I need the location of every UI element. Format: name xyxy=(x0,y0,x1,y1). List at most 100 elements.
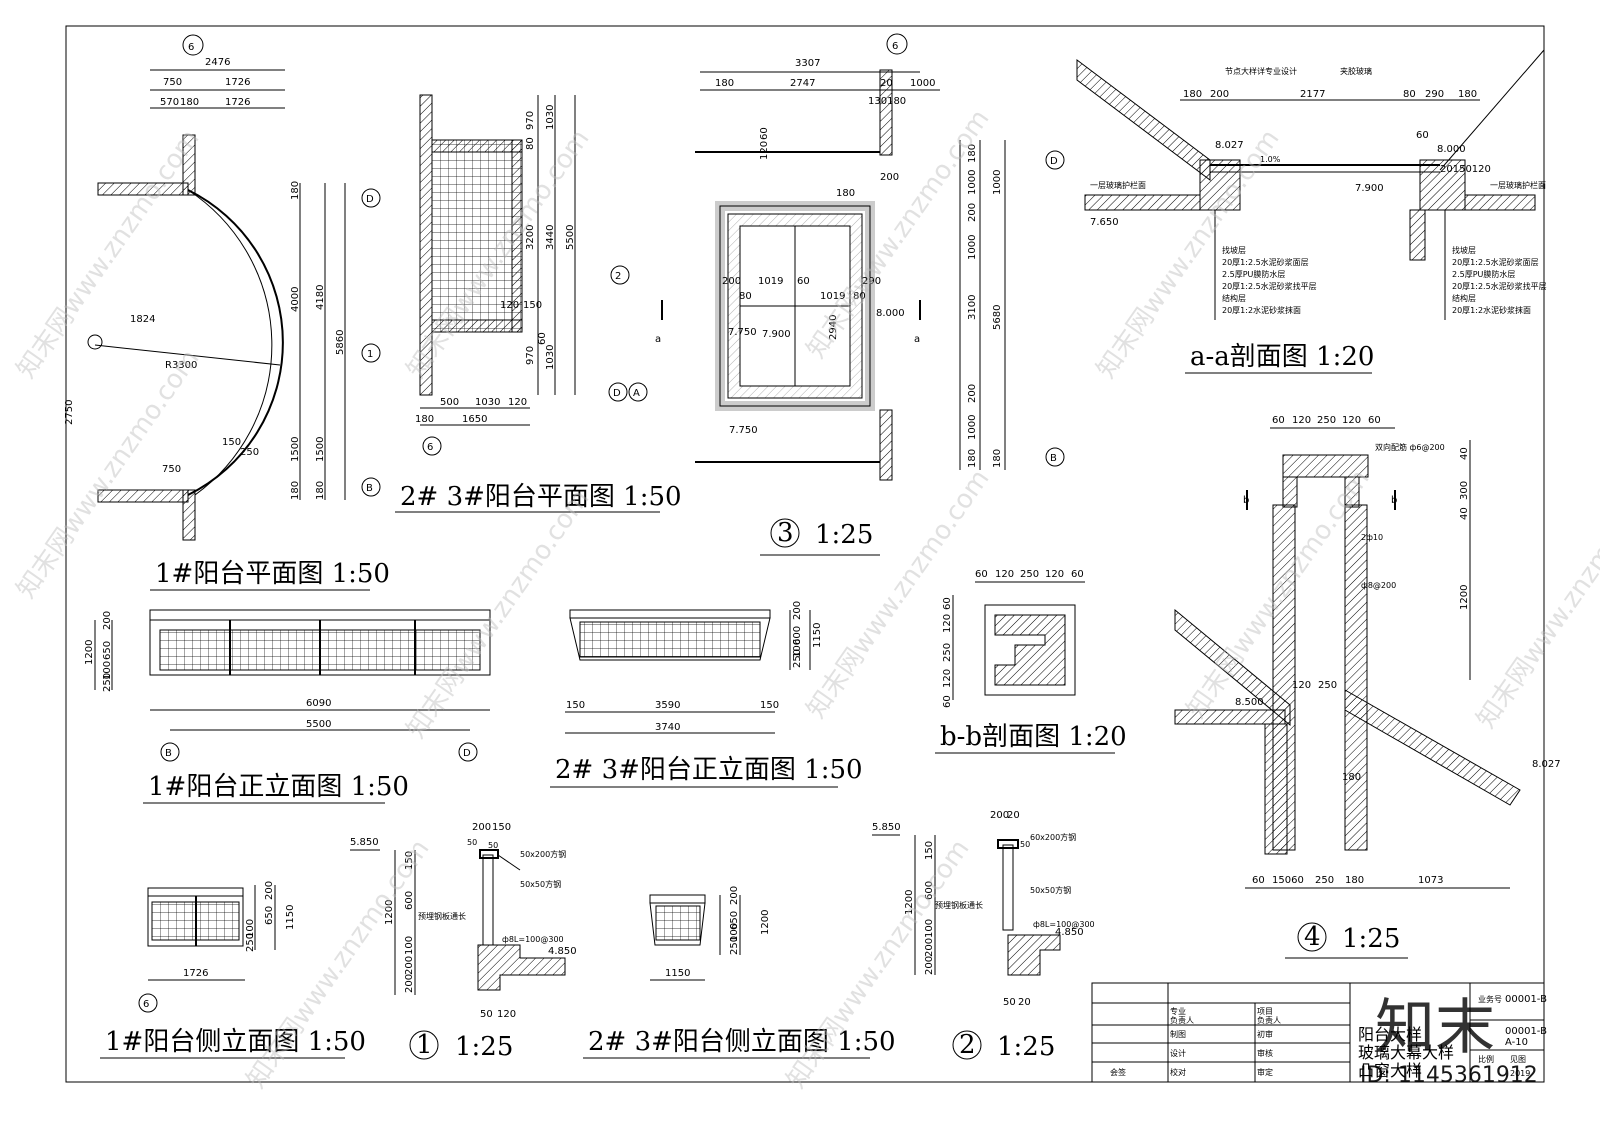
tb-label: 校对 xyxy=(1170,1067,1186,1077)
axis-label: D xyxy=(1050,156,1058,167)
note-text: 一层玻璃护栏面 xyxy=(1090,180,1146,190)
dim-text: 180 xyxy=(967,144,978,163)
dim-text: 120 xyxy=(1292,415,1311,426)
dim-text: 1150 xyxy=(665,968,690,979)
dim-text: 1019 xyxy=(820,291,845,302)
dim-text: 1030 xyxy=(545,345,556,370)
elevation-text: 8.027 xyxy=(1215,140,1244,151)
drawing-border xyxy=(65,25,1545,1083)
dim-text: 1030 xyxy=(545,105,556,130)
axis-bubble xyxy=(182,34,204,56)
dim-text: 150 xyxy=(523,300,542,311)
dim-text: 5500 xyxy=(306,719,331,730)
elevation-text: 4.850 xyxy=(1055,927,1084,938)
dim-text: 200 xyxy=(967,384,978,403)
dim-text: 180 xyxy=(315,481,326,500)
dim-text: 250 xyxy=(1315,875,1334,886)
dim-text: 6090 xyxy=(306,698,331,709)
dim-text: 250 xyxy=(1318,680,1337,691)
dim-text: 180 xyxy=(290,181,301,200)
dim-text: 650 xyxy=(264,906,275,925)
dim-text: 60 xyxy=(797,276,810,287)
layer-text: 20厚1:2.5水泥砂浆面层 xyxy=(1452,257,1539,267)
dim-text: 3307 xyxy=(795,58,820,69)
watermark-text: 知末网www.znzmo.com xyxy=(801,464,995,724)
dim-text: 100 xyxy=(924,919,935,938)
title-front-23: 2# 3#阳台正立面图 1:50 xyxy=(555,755,863,785)
title-section-bb: b-b剖面图 1:20 xyxy=(940,722,1127,752)
dim-text: 970 xyxy=(525,111,536,130)
dim-text: 1030 xyxy=(475,397,500,408)
section-mark: b xyxy=(1391,495,1397,506)
dim-text: 50 xyxy=(1003,997,1016,1008)
dim-text: 60 xyxy=(1071,569,1084,580)
tb-label: 专业 xyxy=(1170,1006,1186,1016)
dim-text: 60 xyxy=(1272,415,1285,426)
dim-text: 50 xyxy=(488,841,498,850)
title-detail-3: 1:25 xyxy=(815,520,873,550)
dim-text: 100 xyxy=(792,639,803,658)
layer-text: 20厚1:2.5水泥砂浆面层 xyxy=(1222,257,1309,267)
dim-text: 120 xyxy=(508,397,527,408)
layer-text: 20厚1:2.5水泥砂浆找平层 xyxy=(1222,281,1317,291)
note-text: 夹胶玻璃 xyxy=(1340,66,1372,76)
dim-text: 1200 xyxy=(84,640,95,665)
detail-number: 3 xyxy=(777,518,794,548)
axis-label: D xyxy=(463,748,471,759)
tb-value: 2019 xyxy=(1510,1069,1530,1078)
dim-text: 150 xyxy=(566,700,585,711)
layer-text: 找坡层 xyxy=(1222,245,1246,255)
elevation-text: 8.500 xyxy=(1235,697,1264,708)
elevation-text: 5.850 xyxy=(872,822,901,833)
section-aa: 180 200 2177 80 290 180 节点大样详专业设计 夹胶玻璃 8… xyxy=(1076,49,1547,374)
dim-text: 1200 xyxy=(384,900,395,925)
note-text: 双向配筋 ф6@200 xyxy=(1375,442,1445,452)
dim-text: 180 xyxy=(1458,89,1477,100)
dim-text: 970 xyxy=(525,346,536,365)
note-text: ф8@200 xyxy=(1361,581,1396,590)
dim-text: 1073 xyxy=(1418,875,1443,886)
dim-text: 1726 xyxy=(225,77,250,88)
note-text: ф8L=100@300 xyxy=(502,935,564,944)
dim-text: 1200 xyxy=(760,910,771,935)
dim-text: 200 xyxy=(404,956,415,975)
dim-text: 120 xyxy=(1292,680,1311,691)
plan-balcony-1: 2476 750 1726 570 180 1726 6 1824 R3300 … xyxy=(64,34,390,591)
watermark-text: 知末网www.znzmo.com xyxy=(1471,474,1600,734)
dim-text: 60 xyxy=(975,569,988,580)
dim-text: 200 xyxy=(472,822,491,833)
dim-text: 1000 xyxy=(967,170,978,195)
section-bb: 60 120 250 120 60 60 120 250 120 60 b-b剖… xyxy=(935,569,1127,754)
dim-text: 250 xyxy=(245,933,256,952)
dim-text: 250 xyxy=(102,673,113,692)
dim-text: 200 xyxy=(264,881,275,900)
dim-text: 5680 xyxy=(992,305,1003,330)
title-plan-1: 1#阳台平面图 1:50 xyxy=(155,559,390,589)
axis-label: B xyxy=(165,748,172,759)
layer-text: 20厚1:2.5水泥砂浆找平层 xyxy=(1452,281,1547,291)
dim-text: 100 xyxy=(102,661,113,680)
layer-text: 2.5厚PU膜防水层 xyxy=(1222,269,1285,279)
dim-text: 20150120 xyxy=(1440,164,1491,175)
elevation-text: 8.000 xyxy=(1437,144,1466,155)
tb-value: 00001-B xyxy=(1505,1026,1547,1037)
dim-text: 600 xyxy=(404,891,415,910)
dim-text: 80 xyxy=(1403,89,1416,100)
tb-label: 比例 xyxy=(1478,1054,1494,1064)
dim-text: 3590 xyxy=(655,700,680,711)
front-elevation-23: 200 600 1150 100 250 150 3590 150 3740 2… xyxy=(550,601,863,788)
side-elevation-1: 200 650 1150 100 250 1726 6 1#阳台侧立面图 1:5… xyxy=(100,881,366,1059)
dim-text: 1500 xyxy=(315,437,326,462)
tb-label: 制图 xyxy=(1170,1029,1186,1039)
tb-label: 设计 xyxy=(1170,1048,1186,1058)
dim-text: 150 xyxy=(924,841,935,860)
dim-text: 150 xyxy=(760,700,779,711)
dim-text: 250 xyxy=(1317,415,1336,426)
tb-title: 凸窗大样 xyxy=(1358,1061,1422,1080)
dim-text: 1200 xyxy=(1459,585,1470,610)
title-detail-4: 1:25 xyxy=(1342,924,1400,954)
dim-text: 50 xyxy=(1020,840,1030,849)
dim-text: 3740 xyxy=(655,722,680,733)
dim-text: 250 xyxy=(240,447,259,458)
axis-label: 2 xyxy=(615,271,621,282)
